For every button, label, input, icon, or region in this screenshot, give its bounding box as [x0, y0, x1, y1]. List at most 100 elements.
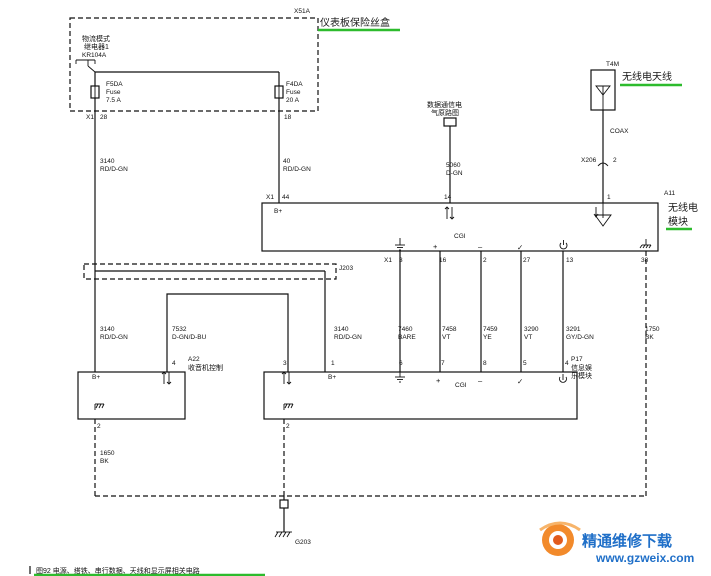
radio-bottom-pin-1: 3 — [399, 257, 403, 264]
antenna-t4m: T4M 无线电天线 COAX X206 2 — [581, 61, 682, 203]
wire-5060-color: D-GN — [446, 170, 463, 177]
radio-pin-coax: 1 — [607, 194, 611, 201]
p17-pin-5: 4 — [565, 360, 569, 367]
radio-antenna-input-icon — [593, 203, 612, 227]
radio-plus-icon: + — [433, 242, 438, 251]
relay-label: 继电器1 — [84, 42, 109, 51]
antenna-name: 无线电天线 — [622, 70, 672, 83]
radio-bottom-connector: X1 — [384, 257, 392, 264]
p17-pin-2: 7 — [441, 360, 445, 367]
wire-7459-color: YE — [483, 334, 492, 341]
logistics-label: 物流模式 — [82, 34, 110, 43]
radio-data-arrows-icon — [444, 206, 455, 220]
data-link-line1: 数据通信电 — [427, 100, 462, 109]
radio-name-line2: 模块 — [668, 216, 688, 228]
fuse-left-type: Fuse — [106, 89, 121, 96]
antenna-id: T4M — [606, 61, 619, 68]
coax-label: COAX — [610, 128, 629, 135]
p17-pin-bplus: 1 — [331, 360, 335, 367]
ground-g203-label: G203 — [295, 539, 311, 546]
radio-bottom-pin-5: 13 — [566, 257, 574, 264]
fuse-left-connector: X1 — [86, 114, 94, 121]
p17-bplus: B+ — [328, 374, 336, 381]
wire-3291-circuit: 3291 — [566, 326, 581, 333]
wire-40-color: RD/D-GN — [283, 166, 311, 173]
wire-1650-color: BK — [100, 458, 109, 465]
radio-minus-icon: – — [478, 242, 483, 251]
radio-ground-symbol-icon — [395, 238, 405, 251]
wire-1650-circuit: 1650 — [100, 450, 115, 457]
p17-pin-4: 5 — [523, 360, 527, 367]
wire-5060-circuit: 5060 — [446, 162, 461, 169]
fuse-right-type: Fuse — [286, 89, 301, 96]
data-link-box — [443, 117, 457, 127]
infotainment-module-p17: 3 1 B+ 6 7 8 5 4 P17 信息娱 乐模块 + – ✓ CGI — [263, 356, 592, 496]
p17-plus-icon: + — [436, 376, 441, 385]
splice-j203-label: J203 — [339, 265, 353, 272]
wire-7459-circuit: 7459 — [483, 326, 498, 333]
wire-7460-color: BARE — [398, 334, 416, 341]
radio-check-icon: ✓ — [517, 243, 523, 252]
watermark-logo-icon — [539, 521, 581, 556]
a22-name: 收音机控制 — [188, 363, 223, 372]
connector-x206-icon — [597, 162, 609, 167]
radio-module-box — [261, 202, 659, 252]
p17-pin-3: 8 — [483, 360, 487, 367]
wire-3290-color: VT — [524, 334, 532, 341]
radio-pin-bplus: 44 — [282, 194, 290, 201]
p17-power-icon — [559, 374, 567, 383]
p17-ground-symbol-icon — [395, 372, 405, 383]
fuse-left-pin: 28 — [100, 114, 108, 121]
fuse-right-pin: 18 — [284, 114, 292, 121]
p17-cgi: CGI — [455, 382, 467, 389]
radio-name-line1: 无线电 — [668, 201, 698, 214]
relay-contact-icon — [75, 59, 96, 73]
p17-id: P17 — [571, 356, 583, 363]
watermark-name: 精通维修下载 — [582, 532, 672, 550]
wire-1750-color: BK — [645, 334, 654, 341]
relay-code: KR104A — [82, 52, 107, 59]
a22-id: A22 — [188, 356, 200, 363]
splice-j203: J203 — [83, 263, 353, 372]
wire-3291-color: GY/D-GN — [566, 334, 594, 341]
p17-name-line1: 信息娱 — [571, 363, 592, 372]
p17-pin-1: 6 — [399, 360, 403, 367]
a22-data-arrows-icon — [161, 371, 172, 385]
connector-x206-pin: 2 — [613, 157, 617, 164]
fuse-block-outline — [69, 17, 319, 112]
data-link-reference: 数据通信电 气原路图 5060 D-GN — [427, 100, 463, 203]
wire-3140-left-circuit: 3140 — [100, 326, 115, 333]
fuse-left-code: F5DA — [106, 81, 123, 88]
fuse-right-rating: 20 A — [286, 97, 300, 104]
wire-3140-left-color: RD/D-GN — [100, 334, 128, 341]
wire-7532-circuit: 7532 — [172, 326, 187, 333]
a22-bplus: B+ — [92, 374, 100, 381]
wire-7458-circuit: 7458 — [442, 326, 457, 333]
radio-control-a22: B+ 4 A22 收音机控制 2 1650 BK — [77, 356, 223, 496]
radio-module-a11: X1 44 B+ 14 1 A11 无线电 模块 CGI + – ✓ — [261, 190, 698, 264]
watermark-url: www.gzweix.com — [595, 551, 694, 565]
wire-3140-top-color: RD/D-GN — [100, 166, 128, 173]
a22-pin-ground: 2 — [97, 423, 101, 430]
fuse-right-code: F4DA — [286, 81, 303, 88]
antenna-icon — [595, 85, 611, 110]
p17-box — [263, 371, 578, 420]
watermark: 精通维修下载 www.gzweix.com — [539, 521, 694, 565]
wire-7532-color: D-GN/D-BU — [172, 334, 207, 341]
p17-pin-data: 3 — [283, 360, 287, 367]
a22-box — [77, 371, 186, 420]
radio-pin-data: 14 — [444, 194, 452, 201]
a22-chassis-ground-icon — [94, 403, 105, 410]
ground-g203: G203 — [95, 495, 646, 546]
radio-bottom-pin-4: 27 — [523, 257, 531, 264]
wire-3290-circuit: 3290 — [524, 326, 539, 333]
p17-name-line2: 乐模块 — [571, 371, 592, 380]
p17-chassis-ground-icon — [283, 403, 294, 410]
radio-cgi: CGI — [454, 233, 466, 240]
radio-bottom-pin-3: 2 — [483, 257, 487, 264]
radio-pin-ground: 38 — [641, 257, 649, 264]
radio-bottom-pin-2: 16 — [439, 257, 447, 264]
wire-7458-color: VT — [442, 334, 450, 341]
figure-caption: 图92 电源、搭铁、串行数据、天线和显示屏相关电路 — [36, 566, 200, 575]
wire-40-circuit: 40 — [283, 158, 291, 165]
